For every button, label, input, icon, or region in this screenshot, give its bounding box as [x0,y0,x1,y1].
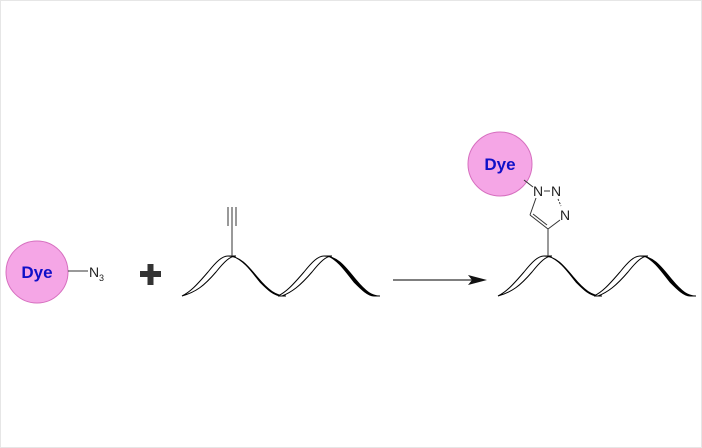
triazole-n1: N [533,183,543,199]
triazole-n2: N [551,183,561,199]
azide-subscript: 3 [99,273,104,283]
dye-label: Dye [484,155,515,174]
dna-helix [497,255,697,297]
triazole-n3: N [560,207,570,223]
dye-label: Dye [21,263,52,282]
dye-circle [467,131,533,197]
dna-helix [181,255,381,297]
reaction-arrow [393,275,487,285]
plus-icon [140,264,161,285]
alkyne-dna [181,207,381,297]
azide-n: N [89,264,99,280]
reactant-dye-azide: Dye N 3 [5,240,104,304]
product-dye-triazole-dna: Dye N N N [467,131,697,297]
dye-circle [5,240,69,304]
